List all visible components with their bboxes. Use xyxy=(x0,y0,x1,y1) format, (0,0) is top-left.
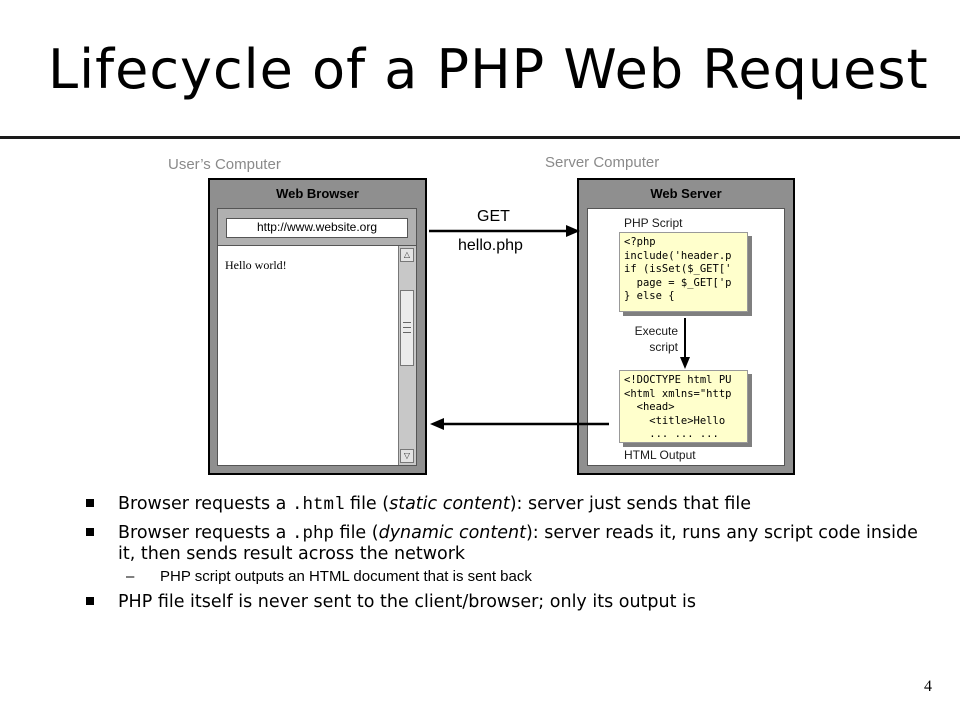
scroll-down-icon[interactable]: ▽ xyxy=(400,449,414,463)
bullet-square-icon xyxy=(86,499,94,507)
browser-viewport xyxy=(217,245,417,466)
bullet-text: PHP file itself is never sent to the cli… xyxy=(118,592,697,612)
scroll-thumb[interactable] xyxy=(400,290,414,366)
request-arrow xyxy=(429,225,580,237)
bullet-php-never-sent: PHP file itself is never sent to the cli… xyxy=(84,592,944,612)
users-computer-label: User’s Computer xyxy=(168,156,281,173)
request-method-label: GET xyxy=(477,208,510,225)
html-code-box: <!DOCTYPE html PU <html xmlns="http <hea… xyxy=(619,370,748,443)
bullet-list: Browser requests a .html file (static co… xyxy=(84,494,944,612)
bullet-text: ): server just sends that file xyxy=(509,494,751,514)
scroll-up-icon[interactable]: △ xyxy=(400,248,414,262)
dash-marker: – xyxy=(126,568,135,585)
grip-line-icon xyxy=(403,327,411,328)
response-arrow xyxy=(430,418,609,430)
emphasis-text: dynamic content xyxy=(378,523,526,543)
bullet-text: Browser requests a xyxy=(118,494,292,514)
web-browser-title: Web Browser xyxy=(276,186,359,201)
grip-line-icon xyxy=(403,322,411,323)
request-file-label: hello.php xyxy=(458,237,523,254)
bullet-text: ): server reads it, runs any script code… xyxy=(525,523,918,543)
browser-page-text: Hello world! xyxy=(225,258,287,272)
emphasis-text: static content xyxy=(389,494,510,514)
bullet-text: file ( xyxy=(344,494,390,514)
browser-url-bar[interactable]: http://www.website.org xyxy=(226,218,408,238)
execute-arrow xyxy=(680,318,690,369)
php-code-box: <?php include('header.p if (isSet($_GET[… xyxy=(619,232,748,312)
grip-line-icon xyxy=(403,332,411,333)
bullet-text: it, then sends result across the network xyxy=(118,544,466,564)
page-number: 4 xyxy=(924,678,932,695)
html-output-label: HTML Output xyxy=(624,448,696,462)
bullet-static: Browser requests a .html file (static co… xyxy=(84,494,944,515)
web-server-title: Web Server xyxy=(650,186,722,201)
sub-bullet-text: PHP script outputs an HTML document that… xyxy=(160,568,532,585)
slide-title: Lifecycle of a PHP Web Request xyxy=(48,38,929,101)
bullet-square-icon xyxy=(86,528,94,536)
code-extension: .php xyxy=(291,524,334,544)
bullet-dynamic: Browser requests a .php file (dynamic co… xyxy=(84,523,944,564)
sub-bullet: – PHP script outputs an HTML document th… xyxy=(84,568,944,586)
bullet-text: file ( xyxy=(333,523,379,543)
bullet-text: Browser requests a xyxy=(118,523,292,543)
bullet-square-icon xyxy=(86,597,94,605)
php-script-label: PHP Script xyxy=(624,216,683,230)
title-divider xyxy=(0,136,960,139)
server-computer-label: Server Computer xyxy=(545,154,660,171)
code-extension: .html xyxy=(291,495,345,515)
execute-script-label: Execute script xyxy=(634,324,678,354)
